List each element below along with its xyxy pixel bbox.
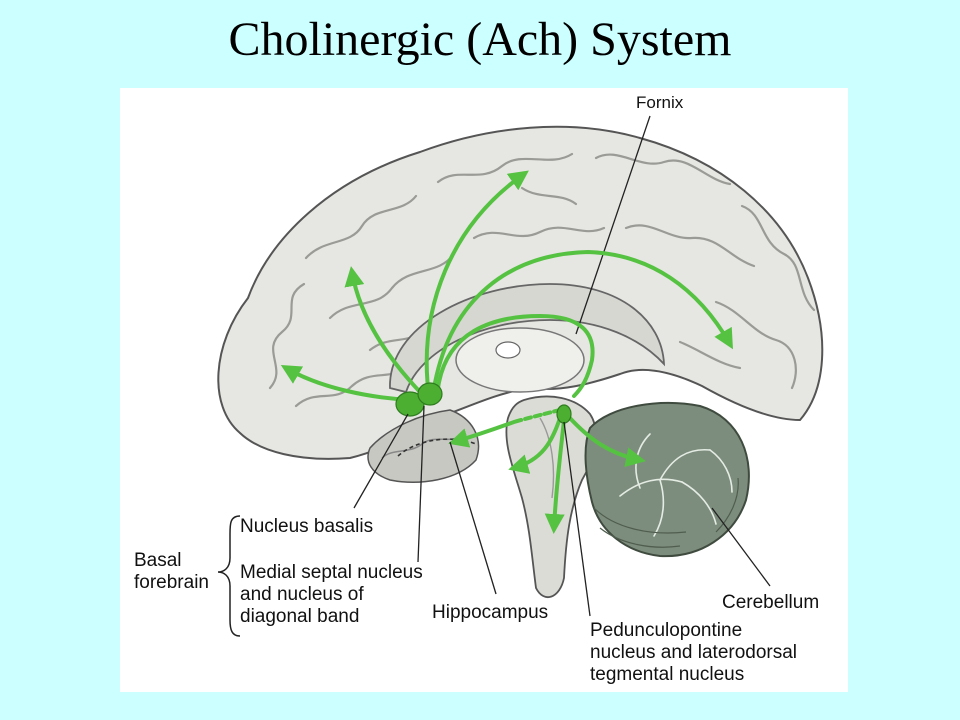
pedunculopontine-nucleus <box>556 404 572 424</box>
pathway-pontine-down <box>508 416 562 474</box>
pathway-fornix-arch <box>436 313 595 398</box>
basal-forebrain-brace <box>217 515 241 637</box>
label-medial-septal-3: diagonal band <box>240 606 359 627</box>
brain-diagram: Fornix Nucleus basalis Basal forebrain M… <box>134 93 824 685</box>
label-ppn-3: tegmental nucleus <box>590 664 744 685</box>
pathway-dashed <box>512 408 562 424</box>
label-ppn-2: nucleus and laterodorsal <box>590 642 797 663</box>
label-medial-septal-1: Medial septal nucleus <box>240 562 423 583</box>
pathway-hippocampal <box>448 420 516 448</box>
pathway-pontine-brainstem <box>544 418 566 534</box>
label-medial-septal-2: and nucleus of <box>240 584 364 605</box>
leader-lines <box>353 405 771 617</box>
septal-nucleus <box>417 382 443 406</box>
label-basal: Basal <box>134 550 182 571</box>
interthalamic-adhesion <box>495 341 521 359</box>
label-cerebellum: Cerebellum <box>722 592 819 613</box>
fornix-leader <box>575 115 651 335</box>
pathway-cerebellar <box>566 414 646 468</box>
cerebellum <box>584 401 750 558</box>
pathway-superior <box>424 170 529 390</box>
thalamus <box>455 327 585 393</box>
corpus-callosum <box>389 283 666 394</box>
label-hippocampus: Hippocampus <box>432 602 548 623</box>
label-forebrain: forebrain <box>134 572 209 593</box>
brainstem <box>505 395 597 599</box>
pathway-parietal <box>432 249 733 390</box>
label-ppn-1: Pedunculopontine <box>590 620 742 641</box>
label-fornix: Fornix <box>636 93 684 112</box>
figure-panel: Fornix Nucleus basalis Basal forebrain M… <box>120 88 848 692</box>
temporal-region <box>367 409 480 483</box>
pathway-upper-frontal <box>344 266 422 394</box>
brainstem-contour <box>539 417 555 499</box>
label-nucleus-basalis: Nucleus basalis <box>240 516 373 537</box>
slide-title: Cholinergic (Ach) System <box>228 13 732 66</box>
